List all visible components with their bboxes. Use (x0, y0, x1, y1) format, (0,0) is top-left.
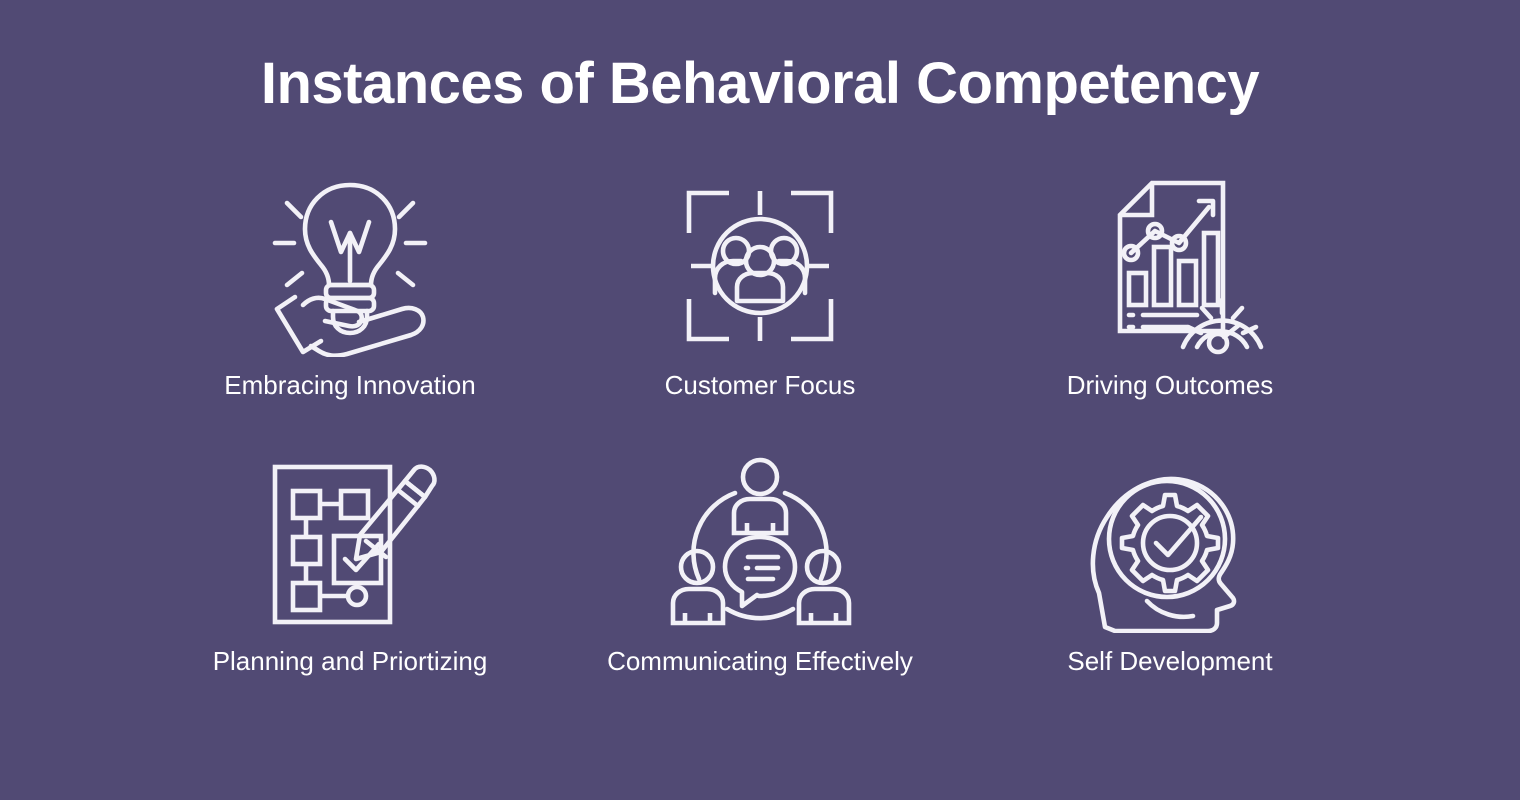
competency-grid: Embracing Innovation (145, 175, 1375, 727)
competency-item-embracing-innovation[interactable]: Embracing Innovation (145, 175, 555, 451)
competency-item-planning-and-priortizing[interactable]: Planning and Priortizing (145, 451, 555, 727)
people-speech-bubble-icon (665, 451, 855, 633)
page-title: Instances of Behavioral Competency (260, 51, 1260, 116)
competency-label: Customer Focus (664, 370, 856, 400)
competency-item-customer-focus[interactable]: Customer Focus (555, 175, 965, 451)
competency-label: Self Development (1067, 646, 1273, 676)
head-gear-check-icon (1075, 451, 1265, 633)
competency-label: Driving Outcomes (1066, 370, 1274, 400)
lightbulb-on-hand-icon (255, 175, 445, 357)
target-people-group-icon (665, 175, 855, 357)
report-chart-gauge-icon (1075, 175, 1265, 357)
competency-item-communicating-effectively[interactable]: Communicating Effectively (555, 451, 965, 727)
competency-label: Planning and Priortizing (212, 646, 488, 676)
competency-label: Communicating Effectively (607, 646, 913, 676)
flowchart-checklist-pencil-icon (255, 451, 445, 633)
competency-label: Embracing Innovation (224, 370, 476, 400)
competency-item-self-development[interactable]: Self Development (965, 451, 1375, 727)
competency-item-driving-outcomes[interactable]: Driving Outcomes (965, 175, 1375, 451)
